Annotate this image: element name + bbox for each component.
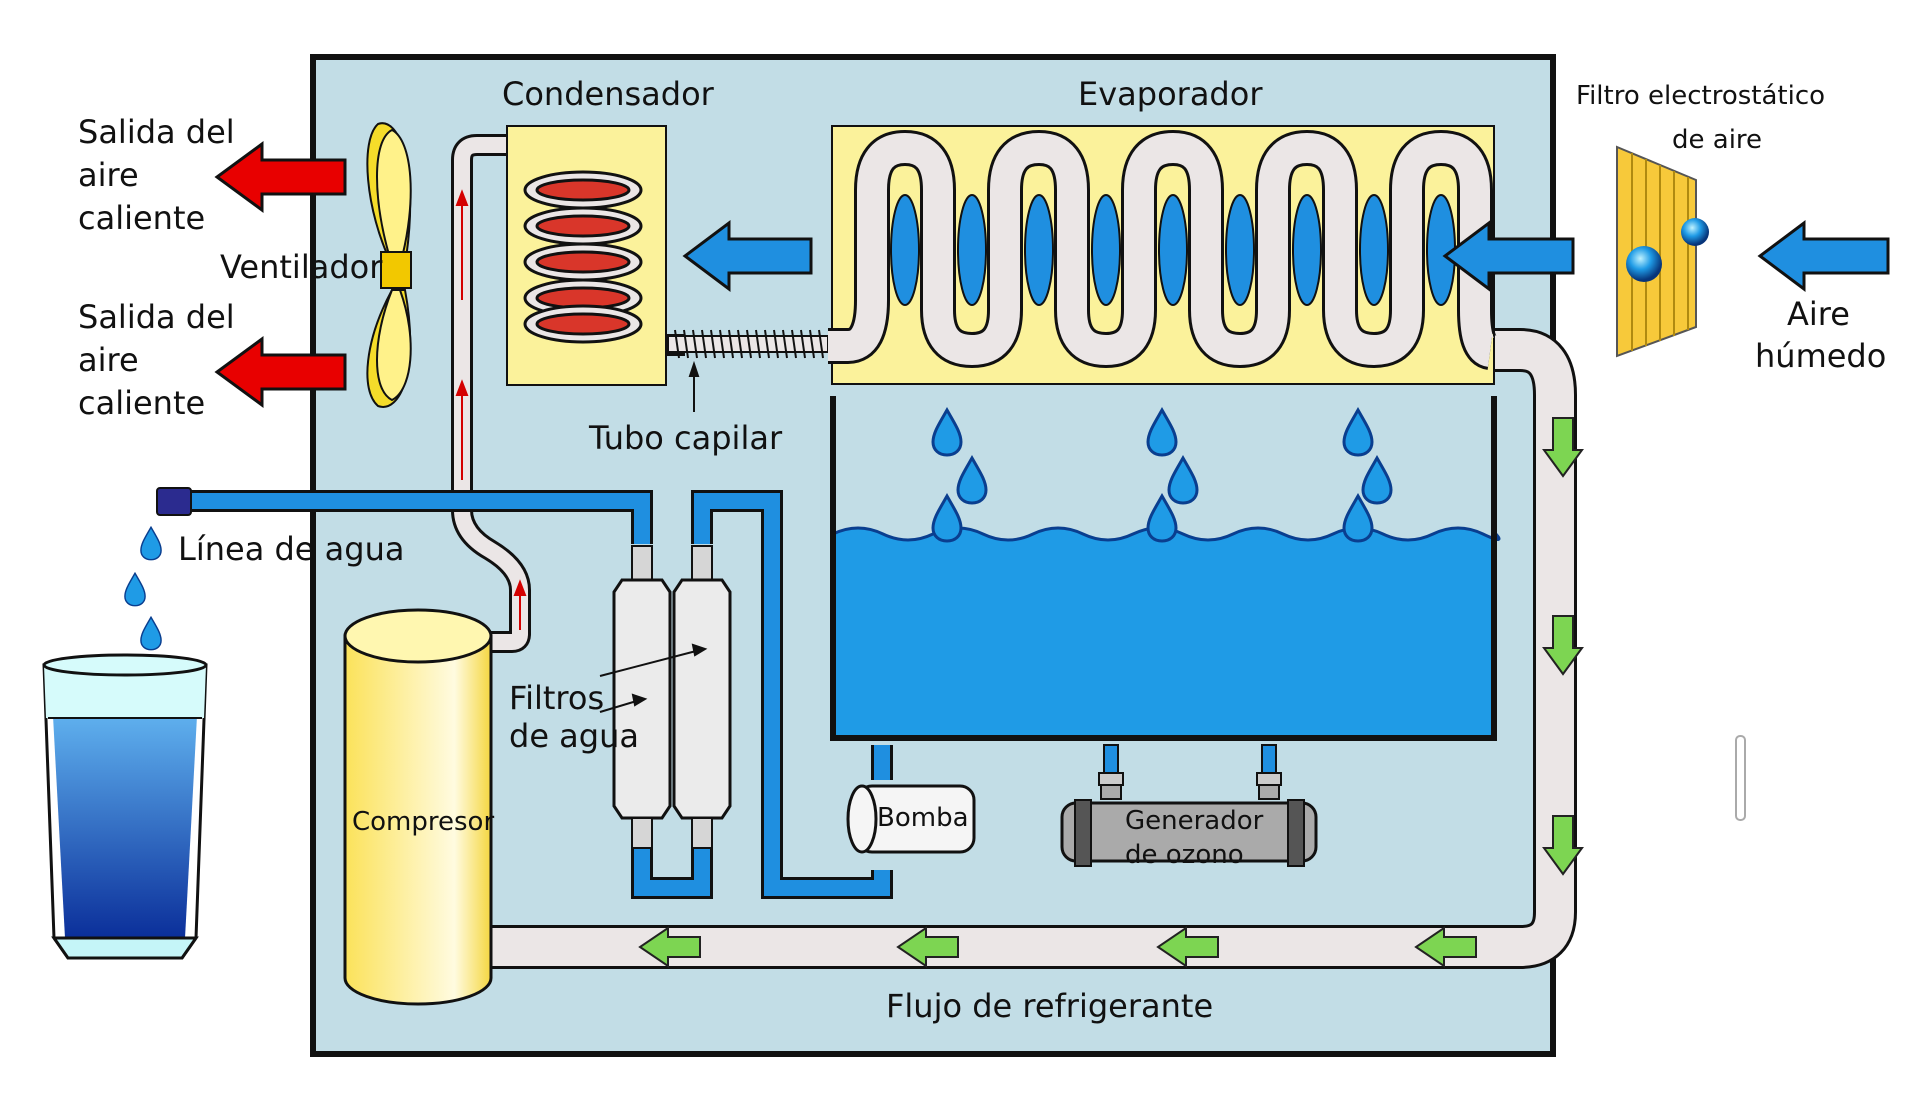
humid-air-arrow <box>1757 220 1890 292</box>
label-salida2-line1: Salida del <box>78 298 235 336</box>
compressor <box>343 608 493 1006</box>
flow-arrows-vertical <box>1542 417 1584 876</box>
label-condensador: Condensador <box>502 75 715 113</box>
fan <box>366 122 412 408</box>
pump <box>846 784 976 854</box>
label-flujo: Flujo de refrigerante <box>886 987 1213 1025</box>
label-filtros-line1: Filtros <box>509 679 604 717</box>
flow-arrow-down <box>1542 815 1584 876</box>
capillary-pointer <box>688 360 700 412</box>
label-evaporador: Evaporador <box>1078 75 1263 113</box>
label-ventilador: Ventilador <box>220 248 383 286</box>
label-bomba: Bomba <box>877 803 969 833</box>
label-aire-line1: Aire <box>1787 295 1850 333</box>
label-salida2-line2: aire <box>78 341 139 379</box>
label-generador-line2: de ozono <box>1125 840 1244 870</box>
refrigerant-return-pipe <box>490 328 1577 969</box>
label-filtro-line2: de aire <box>1672 125 1762 155</box>
water-tank <box>830 396 1501 741</box>
flow-arrow-down <box>1542 417 1584 478</box>
filters-pointers <box>599 643 708 713</box>
flow-arrow-left <box>1414 926 1477 968</box>
flow-arrow-left <box>638 926 701 968</box>
label-salida1-line2: aire <box>78 156 139 194</box>
water-glass <box>42 653 208 960</box>
discharge-red-arrows <box>455 189 527 630</box>
label-compresor: Compresor <box>352 807 494 837</box>
scroll-marker <box>1735 735 1746 821</box>
cold-air-arrow <box>682 220 813 292</box>
hot-air-arrow <box>214 336 347 408</box>
flow-arrow-left <box>1156 926 1219 968</box>
label-aire-line2: húmedo <box>1755 337 1886 375</box>
label-filtros-line2: de agua <box>509 717 639 755</box>
falling-water-drops <box>124 526 162 651</box>
label-salida1-line3: caliente <box>78 199 205 237</box>
water-filter <box>672 545 732 849</box>
label-tubo-capilar: Tubo capilar <box>588 419 783 457</box>
flow-arrow-down <box>1542 615 1584 676</box>
ozone-generator <box>1060 744 1318 867</box>
filtered-air-arrow <box>1442 220 1575 292</box>
label-salida1-line1: Salida del <box>78 113 235 151</box>
label-linea-agua: Línea de agua <box>178 530 404 568</box>
label-filtro-line1: Filtro electrostático <box>1576 81 1825 111</box>
label-salida2-line3: caliente <box>78 384 205 422</box>
water-line-nozzle <box>156 487 192 516</box>
ion-particle <box>1681 218 1709 246</box>
water-line <box>183 490 893 899</box>
flow-arrows-horizontal <box>638 926 1477 968</box>
electrostatic-filter <box>1616 145 1709 358</box>
condenser-coil <box>523 170 643 344</box>
flow-arrow-left <box>896 926 959 968</box>
label-generador-line1: Generador <box>1125 806 1264 836</box>
hot-air-arrow <box>214 141 347 213</box>
evaporator-coil <box>828 130 1498 370</box>
ion-particle <box>1626 246 1662 282</box>
